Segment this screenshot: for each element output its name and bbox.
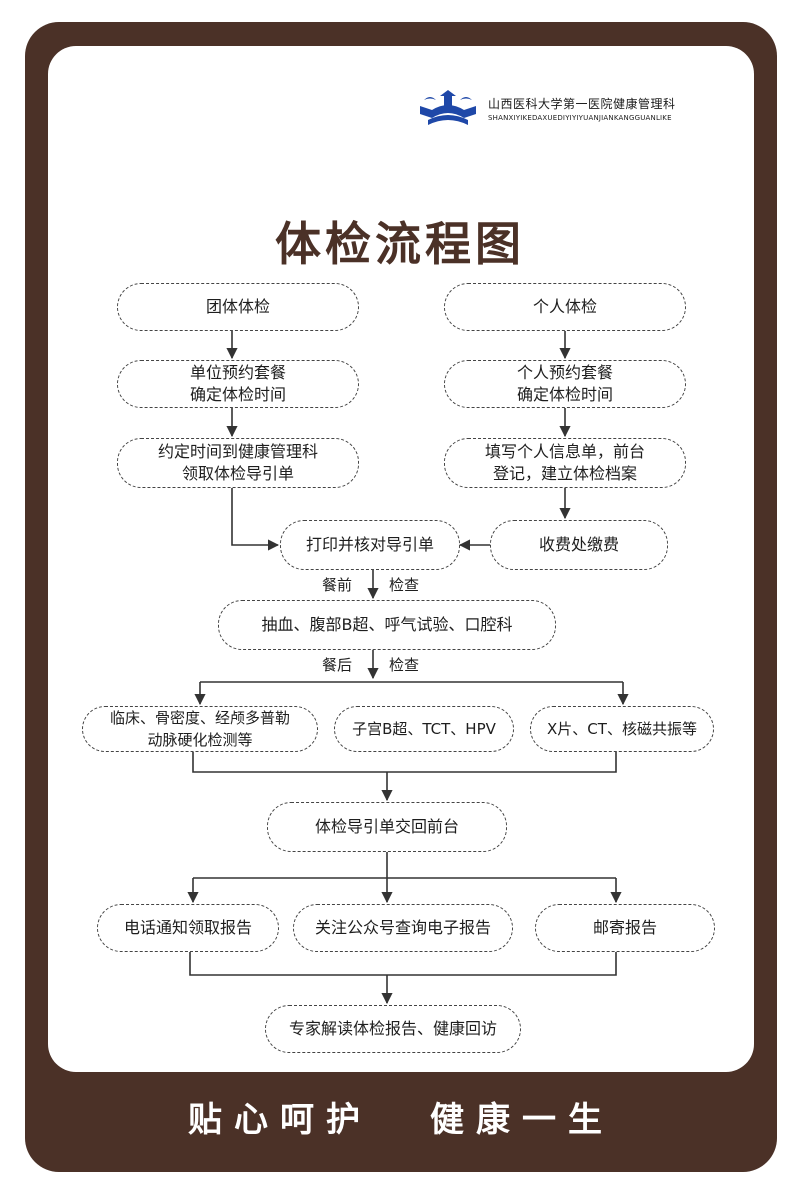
node-clinical: 临床、骨密度、经颅多普勒 动脉硬化检测等	[82, 706, 318, 752]
node-personal-exam: 个人体检	[444, 283, 686, 331]
label-check-1: 检查	[389, 576, 420, 594]
org-name-en: SHANXIYIKEDAXUEDIYIYIYUANJIANKANGGUANLIK…	[488, 114, 672, 122]
connector-final-bar	[189, 952, 617, 976]
footer-slogan: 贴心呵护 健康一生	[48, 1084, 754, 1148]
node-collect-guide: 约定时间到健康管理科 领取体检导引单	[117, 438, 359, 488]
node-expert-followup: 专家解读体检报告、健康回访	[265, 1005, 521, 1053]
node-mail-report: 邮寄报告	[535, 904, 715, 952]
node-unit-booking: 单位预约套餐 确定体检时间	[117, 360, 359, 408]
node-phone-notify: 电话通知领取报告	[97, 904, 279, 952]
label-check-2: 检查	[389, 656, 420, 674]
node-wechat-report: 关注公众号查询电子报告	[293, 904, 513, 952]
label-before-meal: 餐前	[322, 576, 353, 594]
slogan-right: 健康一生	[430, 1099, 614, 1140]
node-group-exam: 团体体检	[117, 283, 359, 331]
org-name-cn: 山西医科大学第一医院健康管理科	[488, 97, 676, 111]
node-gyn: 子宫B超、TCT、HPV	[334, 706, 514, 752]
node-print-check: 打印并核对导引单	[280, 520, 460, 570]
node-return-guide: 体检导引单交回前台	[267, 802, 507, 852]
hospital-logo-icon	[420, 90, 476, 125]
label-after-meal: 餐后	[322, 656, 353, 674]
node-payment: 收费处缴费	[490, 520, 668, 570]
node-fill-info: 填写个人信息单，前台 登记，建立体检档案	[444, 438, 686, 488]
connector-collect-to-print	[231, 488, 280, 551]
connector-merge-bar	[192, 752, 617, 773]
page-title: 体检流程图	[275, 217, 525, 271]
slogan-left: 贴心呵护	[188, 1099, 372, 1140]
node-imaging: X片、CT、核磁共振等	[530, 706, 714, 752]
content-panel	[48, 46, 754, 1072]
node-personal-booking: 个人预约套餐 确定体检时间	[444, 360, 686, 408]
node-fasting-tests: 抽血、腹部B超、呼气试验、口腔科	[218, 600, 556, 650]
